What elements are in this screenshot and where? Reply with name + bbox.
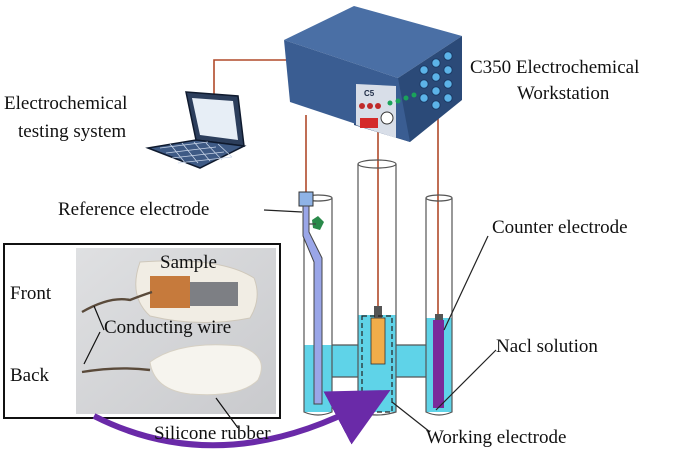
workstation-panel [356,84,396,138]
leader-conducting-front [93,305,105,331]
leader-nacl [435,349,497,411]
leader-conducting-back [83,331,101,365]
workstation-label-line2: Workstation [517,83,610,104]
device-badge: C5 [364,89,375,98]
leader-counter [443,235,489,331]
workstation-top [284,6,462,78]
panel-leds [359,92,417,109]
wires [213,59,439,316]
electrochemical-workstation-icon: C5 [284,6,462,142]
back-specimen-rubber [149,344,262,396]
testing-system-label-line1: Electrochemical [4,93,128,114]
leader-silicone [215,397,239,429]
sample-photo [76,248,276,414]
silicone-rubber-label: Silicone rubber [154,423,271,444]
back-wire [81,367,151,374]
panel-red-display [360,118,378,128]
testing-system-label-line2: testing system [18,121,127,142]
laptop-keyboard [159,141,233,165]
sample-label: Sample [160,252,217,273]
laptop-screen-inner [192,98,238,140]
leader-reference [263,209,303,213]
panel-buttons [419,51,453,110]
workstation-label-line1: C350 Electrochemical [470,57,640,78]
wire-to-laptop [213,59,292,97]
front-label: Front [10,283,52,304]
reference-electrode-label: Reference electrode [58,199,210,220]
leader-lines [263,209,497,433]
working-electrode-label: Working electrode [426,427,567,448]
counter-electrode-label: Counter electrode [492,217,628,238]
counter-electrode-icon [433,314,444,408]
transfer-arrow [92,390,391,449]
reference-electrode-icon [298,191,324,405]
panel-knob [380,111,394,125]
leader-working [391,401,431,433]
conducting-wire-label: Conducting wire [104,317,232,338]
nacl-solution-label: Nacl solution [496,336,598,357]
front-specimen-metal [190,282,238,306]
inset-leader-lines [83,305,239,429]
electrolytic-cell-icon [298,159,453,416]
counter-tube [425,198,453,416]
laptop-icon [145,91,247,169]
front-specimen-copper [150,276,190,308]
back-label: Back [10,365,50,386]
front-wire [81,290,153,314]
